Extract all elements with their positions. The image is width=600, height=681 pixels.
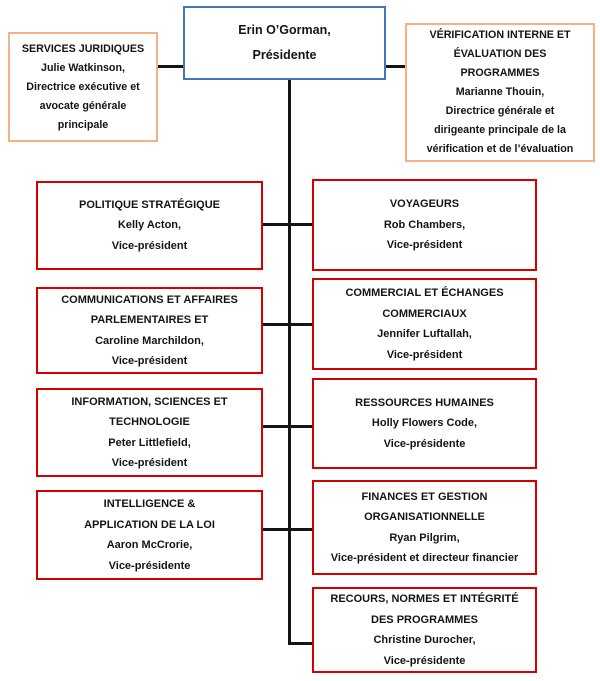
box-title-line: TECHNOLOGIE bbox=[109, 416, 190, 428]
box-title-line: SERVICES JURIDIQUES bbox=[21, 42, 145, 55]
box-line: avocate générale bbox=[39, 99, 127, 112]
box-line: Vice-présidente bbox=[108, 559, 191, 572]
box-line: Vice-présidente bbox=[383, 654, 466, 667]
box-title-line: DES PROGRAMMES bbox=[371, 613, 478, 626]
president-name: Erin O’Gorman, bbox=[238, 23, 331, 37]
box-line: Vice-président bbox=[111, 239, 188, 252]
org-box-commercial-echanges: COMMERCIAL ET ÉCHANGES COMMERCIAUX Jenni… bbox=[312, 278, 537, 370]
box-line: Holly Flowers Code, bbox=[371, 417, 478, 430]
connector-trunk bbox=[288, 78, 291, 645]
connector-row-3 bbox=[261, 425, 314, 428]
box-line: Kelly Acton, bbox=[117, 219, 182, 232]
box-line: Vice-président bbox=[386, 239, 463, 252]
box-line: Rob Chambers, bbox=[383, 218, 466, 231]
org-box-finances-gestion: FINANCES ET GESTION ORGANISATIONNELLE Ry… bbox=[312, 480, 537, 575]
org-box-intelligence-application: INTELLIGENCE & APPLICATION DE LA LOI Aar… bbox=[36, 490, 263, 580]
box-title-line: RECOURS, NORMES ET INTÉGRITÉ bbox=[330, 593, 519, 605]
connector-row-4 bbox=[261, 528, 314, 531]
box-line: principale bbox=[57, 118, 109, 131]
box-line: Vice-président bbox=[111, 457, 188, 469]
box-line: Vice-président bbox=[111, 355, 188, 367]
box-title-line: COMMERCIAUX bbox=[382, 307, 467, 320]
box-line: Ryan Pilgrim, bbox=[389, 531, 460, 544]
box-line: Vice-président bbox=[386, 348, 463, 361]
org-box-president: Erin O’Gorman, Présidente bbox=[183, 6, 386, 80]
box-line: Christine Durocher, bbox=[373, 634, 476, 646]
box-line: Directrice générale et bbox=[445, 105, 555, 117]
box-title-line: POLITIQUE STRATÉGIQUE bbox=[79, 198, 220, 211]
box-title-line: INFORMATION, SCIENCES ET bbox=[71, 395, 228, 408]
box-title-line: VOYAGEURS bbox=[389, 198, 460, 211]
box-line: vérification et de l’évaluation bbox=[426, 143, 574, 155]
connector-row-1 bbox=[261, 223, 314, 226]
box-title-line: APPLICATION DE LA LOI bbox=[84, 518, 215, 531]
connector-services-president bbox=[155, 65, 186, 68]
box-line: Caroline Marchildon, bbox=[95, 334, 204, 347]
box-title-line: PROGRAMMES bbox=[460, 67, 540, 79]
box-title-line: COMMUNICATIONS ET AFFAIRES bbox=[61, 293, 238, 306]
box-title-line: PARLEMENTAIRES ET bbox=[90, 314, 209, 326]
box-title-line: RESSOURCES HUMAINES bbox=[355, 396, 494, 409]
org-box-ressources-humaines: RESSOURCES HUMAINES Holly Flowers Code, … bbox=[312, 378, 537, 469]
org-box-communications: COMMUNICATIONS ET AFFAIRES PARLEMENTAIRE… bbox=[36, 287, 263, 374]
box-line: Jennifer Luftallah, bbox=[377, 328, 472, 340]
box-line: Directrice exécutive et bbox=[26, 80, 140, 93]
org-box-services-juridiques: SERVICES JURIDIQUES Julie Watkinson, Dir… bbox=[8, 32, 158, 142]
box-title-line: INTELLIGENCE & bbox=[103, 498, 196, 510]
box-line: Aaron McCrorie, bbox=[106, 539, 193, 551]
connector-president-verification bbox=[383, 65, 408, 68]
box-title-line: COMMERCIAL ET ÉCHANGES bbox=[345, 287, 504, 299]
box-title-line: ÉVALUATION DES bbox=[453, 48, 547, 60]
box-line: dirigeante principale de la bbox=[434, 124, 566, 136]
org-box-verification-interne: VÉRIFICATION INTERNE ET ÉVALUATION DES P… bbox=[405, 23, 595, 162]
org-box-recours-normes: RECOURS, NORMES ET INTÉGRITÉ DES PROGRAM… bbox=[312, 587, 537, 673]
connector-row-5-elbow bbox=[288, 642, 314, 645]
box-line: Julie Watkinson, bbox=[41, 61, 125, 74]
org-box-politique-strategique: POLITIQUE STRATÉGIQUE Kelly Acton, Vice-… bbox=[36, 181, 263, 270]
box-line: Vice-président et directeur financier bbox=[330, 552, 519, 564]
org-box-voyageurs: VOYAGEURS Rob Chambers, Vice-président bbox=[312, 179, 537, 271]
box-title-line: VÉRIFICATION INTERNE ET bbox=[429, 29, 571, 41]
box-title-line: FINANCES ET GESTION bbox=[361, 490, 488, 503]
box-title-line: ORGANISATIONNELLE bbox=[364, 511, 485, 523]
connector-row-2 bbox=[261, 323, 314, 326]
org-box-information-sciences: INFORMATION, SCIENCES ET TECHNOLOGIE Pet… bbox=[36, 388, 263, 477]
box-line: Vice-présidente bbox=[383, 437, 466, 450]
box-line: Marianne Thouin, bbox=[455, 86, 545, 98]
box-line: Peter Littlefield, bbox=[108, 436, 191, 449]
president-title: Présidente bbox=[252, 48, 317, 62]
